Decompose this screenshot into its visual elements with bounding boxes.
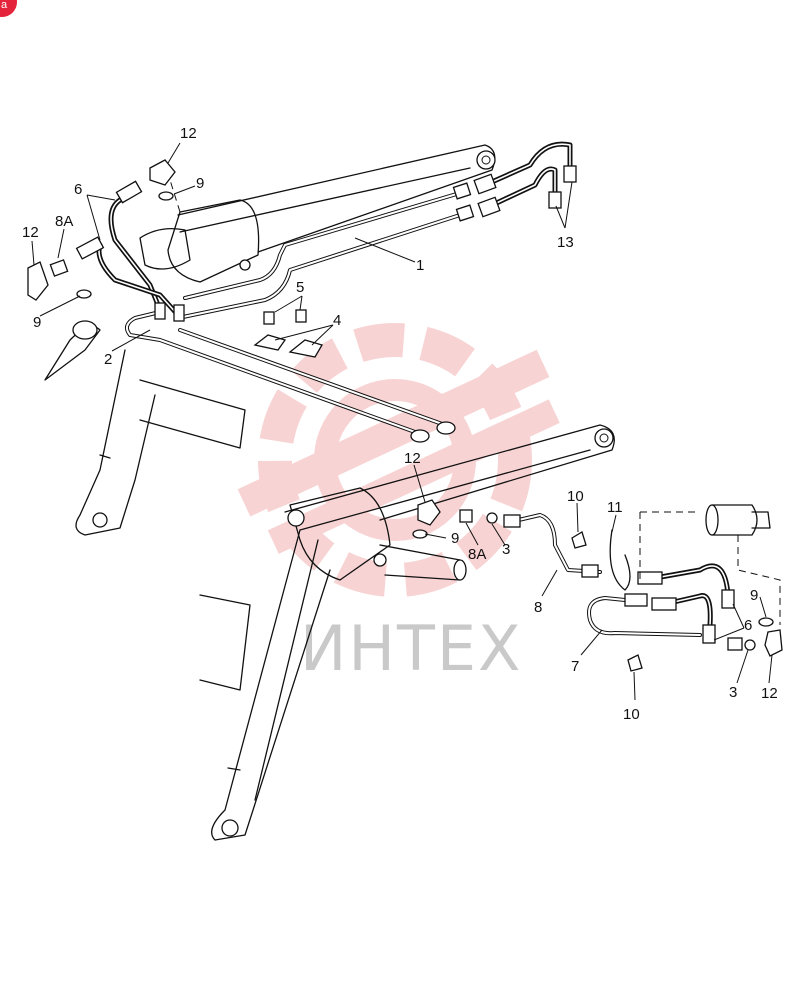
callout-2: 2 xyxy=(104,351,112,368)
watermark-gear-logo xyxy=(237,323,560,597)
clip-10 xyxy=(571,531,643,672)
callout-3: 3 xyxy=(729,684,737,701)
callout-10: 10 xyxy=(567,488,584,505)
corner-badge: a xyxy=(0,0,17,17)
callout-8a: 8A xyxy=(468,546,486,563)
callout-9: 9 xyxy=(196,175,204,192)
lower-loader-arm xyxy=(199,529,331,841)
adapter-8a-upper xyxy=(49,259,69,277)
callout-12: 12 xyxy=(404,450,421,467)
callout-12: 12 xyxy=(22,224,39,241)
callout-12: 12 xyxy=(180,125,197,142)
elbow-fitting-12-upper xyxy=(27,159,176,301)
callout-3: 3 xyxy=(502,541,510,558)
hose-13 xyxy=(473,141,577,218)
washer-3 xyxy=(486,512,756,651)
upper-loader-arm xyxy=(44,320,246,536)
clamp-4 xyxy=(253,334,323,358)
svg-text:a: a xyxy=(1,0,8,11)
lower-boom-arm xyxy=(284,424,615,581)
bolt-5 xyxy=(263,309,307,325)
adapter-8a-lower xyxy=(459,509,473,523)
watermark-text: ИНТЕХ xyxy=(300,612,523,685)
callout-6: 6 xyxy=(74,181,82,198)
callout-8a: 8A xyxy=(55,213,73,230)
callout-5: 5 xyxy=(296,279,304,296)
callout-12: 12 xyxy=(761,685,778,702)
steel-tube-7 xyxy=(587,593,702,637)
steel-tube-2 xyxy=(124,310,456,443)
callout-9: 9 xyxy=(33,314,41,331)
hose-6-upper xyxy=(75,180,185,322)
clamp-11 xyxy=(609,529,631,591)
leader-lines xyxy=(31,142,773,701)
callout-10: 10 xyxy=(623,706,640,723)
callout-6: 6 xyxy=(744,617,752,634)
callout-labels: 12 9 6 12 8A 9 2 5 4 1 13 12 9 8A 3 8 10… xyxy=(22,125,778,723)
callout-11: 11 xyxy=(607,499,623,516)
steel-tube-1 xyxy=(176,182,475,320)
steel-tube-8 xyxy=(503,513,602,578)
callout-13: 13 xyxy=(557,234,574,251)
callout-4: 4 xyxy=(333,312,341,329)
callout-7: 7 xyxy=(571,658,579,675)
callout-1: 1 xyxy=(416,257,424,274)
callout-8: 8 xyxy=(534,599,542,616)
hose-6-lower xyxy=(637,563,743,651)
elbow-fitting-12-lower xyxy=(417,499,783,657)
callout-9: 9 xyxy=(750,587,758,604)
o-ring-9-upper xyxy=(76,191,174,299)
callout-9: 9 xyxy=(451,530,459,547)
o-ring-9-lower xyxy=(412,529,774,627)
upper-boom-arm xyxy=(139,144,496,283)
hydraulic-cylinder-lower xyxy=(639,504,781,625)
